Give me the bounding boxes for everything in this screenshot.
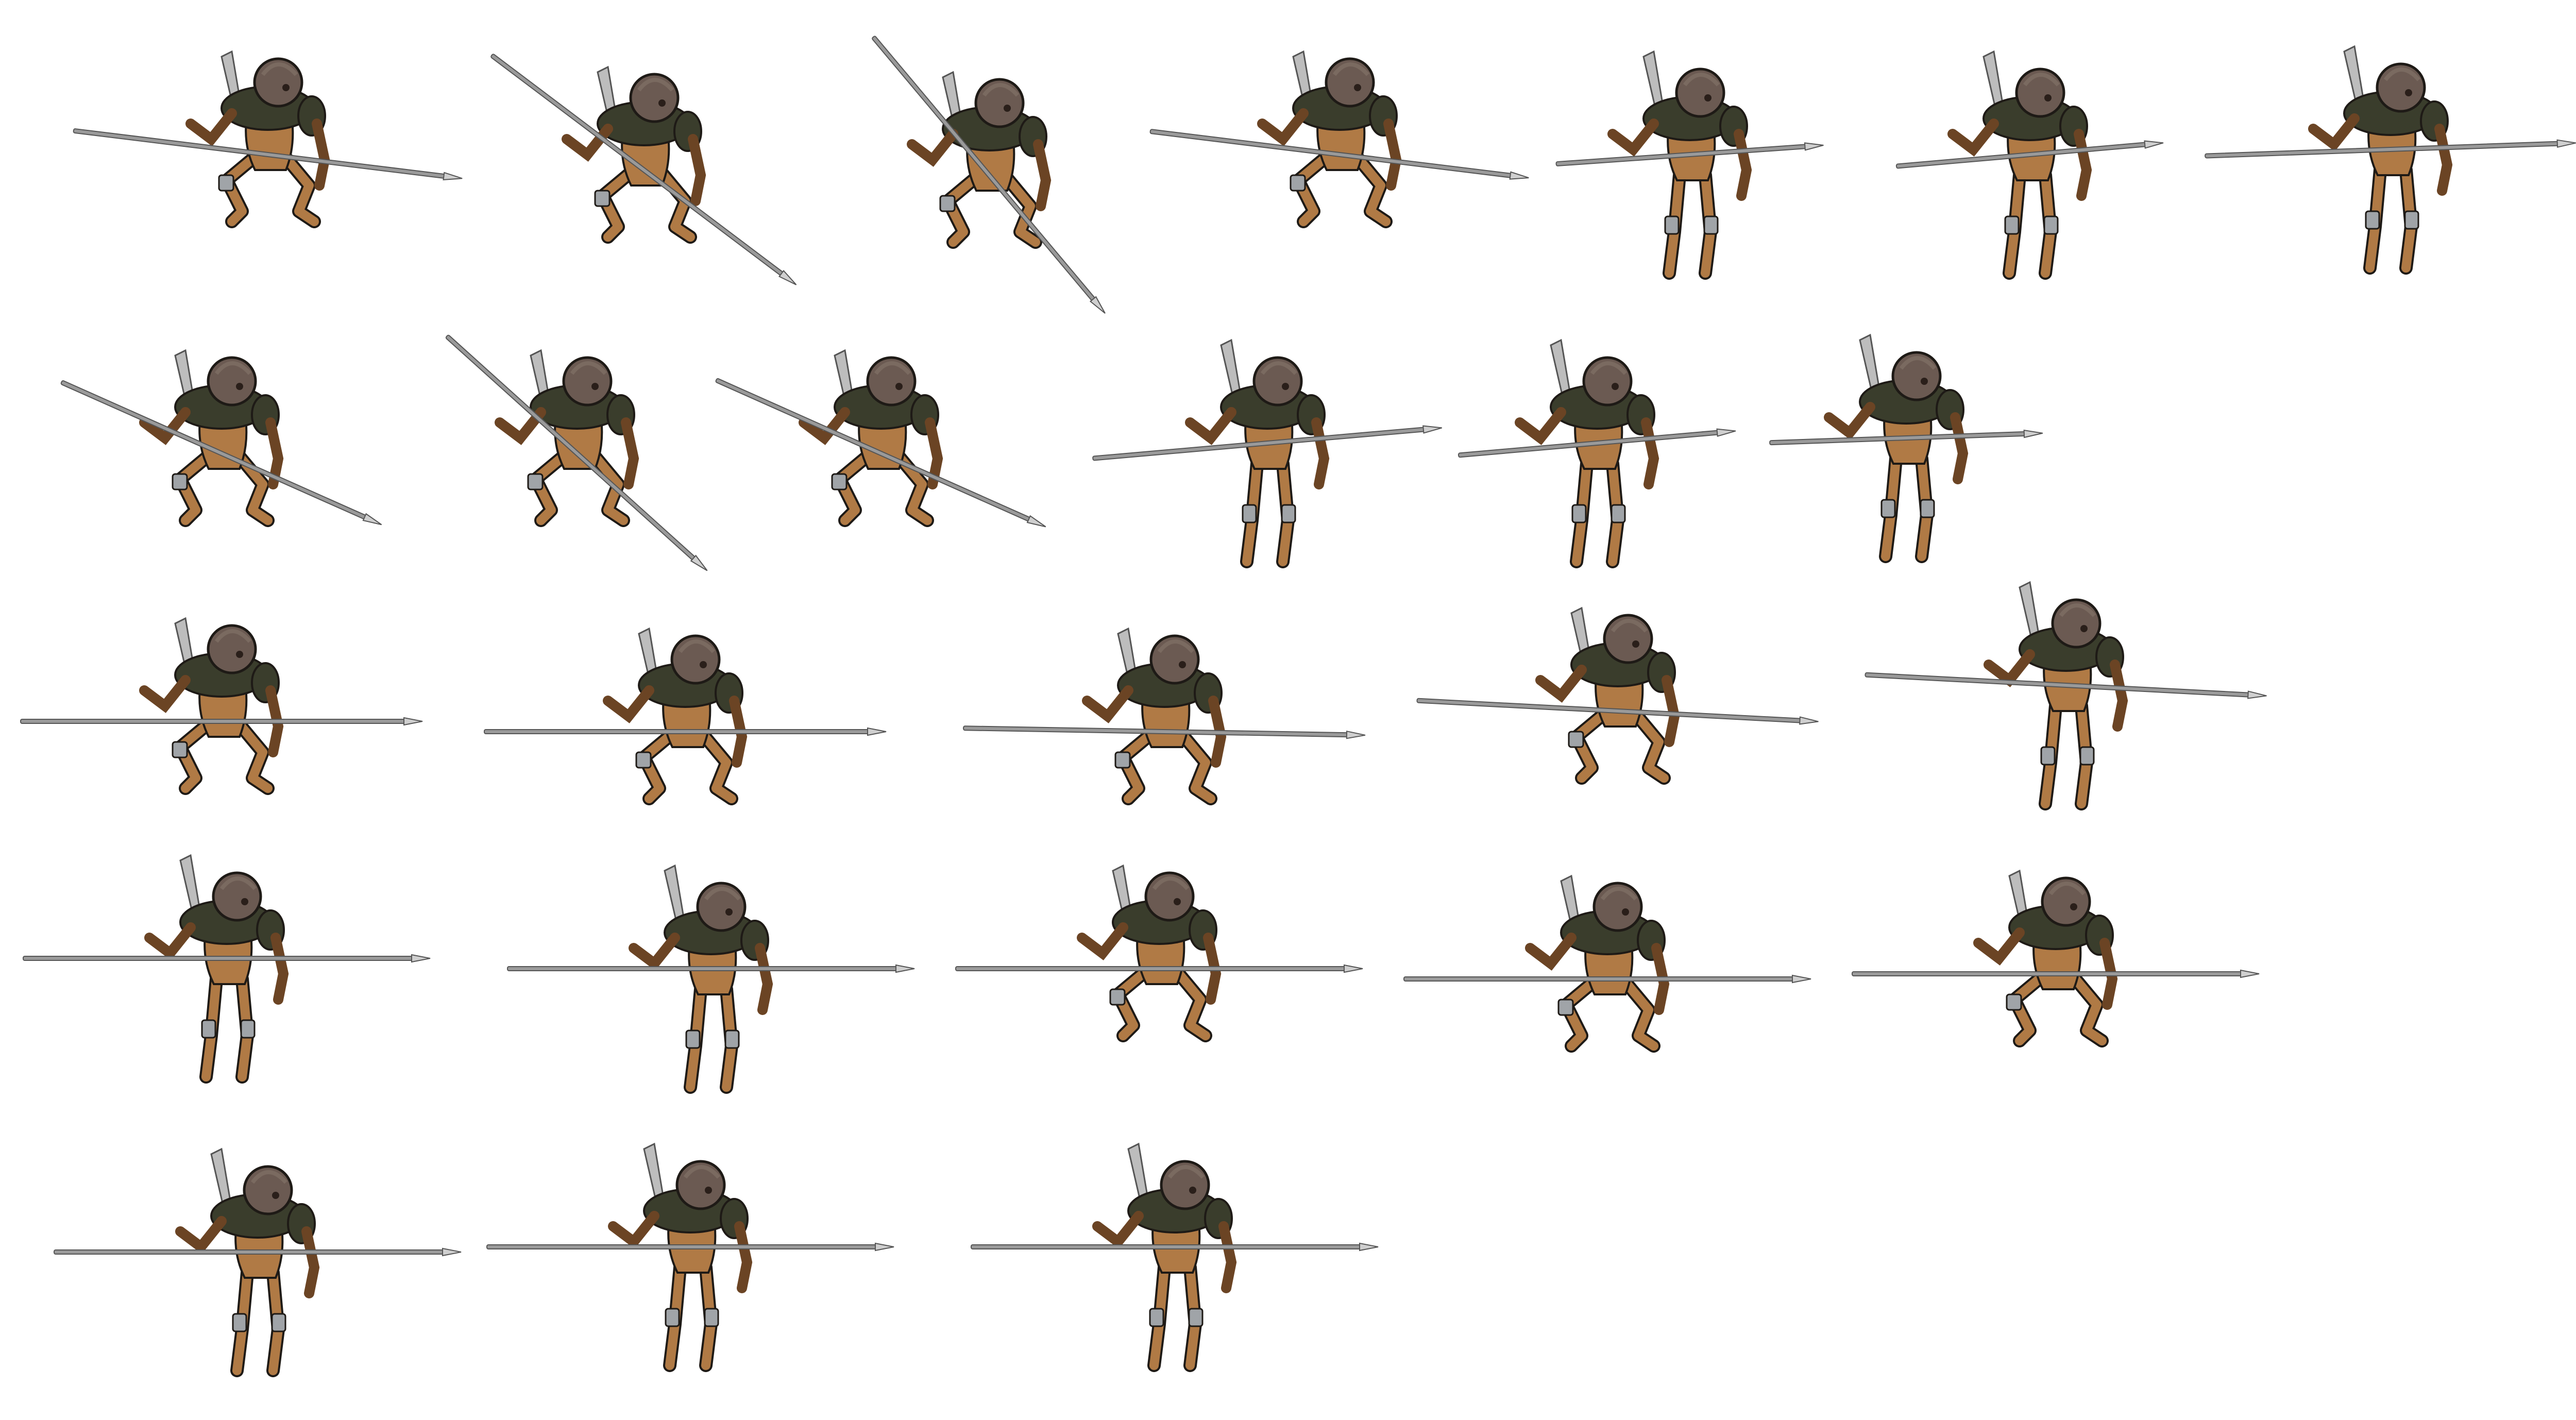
sprite-frame [507, 864, 915, 1094]
spear [1769, 429, 2043, 446]
spear [445, 334, 708, 571]
creature [1092, 1142, 1237, 1372]
sprite-frame [963, 627, 1366, 805]
spear [73, 128, 463, 180]
spear [971, 1242, 1379, 1252]
creature [608, 1142, 753, 1372]
creature [139, 617, 284, 795]
spear [963, 725, 1366, 739]
spear [715, 378, 1046, 528]
sprite-frame [1555, 50, 1824, 280]
sprite-frame [2205, 45, 2576, 275]
spear [955, 964, 1363, 973]
spear [23, 954, 431, 963]
spear [484, 727, 887, 736]
sprite-frame [971, 1142, 1379, 1372]
spear [507, 964, 915, 973]
sprite-frame [955, 864, 1363, 1042]
creature [603, 627, 748, 805]
spear [1555, 142, 1824, 166]
creature [1535, 606, 1680, 785]
creature [495, 349, 639, 527]
spear [1865, 672, 2267, 699]
sprite-frame [484, 627, 887, 805]
spear [1403, 974, 1811, 984]
spear [1149, 129, 1529, 180]
creature [629, 864, 773, 1094]
sprite-frame [1769, 333, 2043, 563]
creature [2308, 45, 2453, 275]
sprite-frame [60, 349, 382, 527]
sprite-frame [20, 617, 423, 795]
sprite-frame [23, 854, 431, 1084]
creature [1973, 869, 2118, 1047]
sprite-frame [490, 54, 797, 285]
creature [1257, 50, 1402, 228]
creature [1947, 50, 2092, 280]
spear [20, 717, 423, 726]
sprite-frame [73, 50, 463, 228]
spear [1092, 425, 1442, 461]
sprite-frame [54, 1147, 462, 1377]
creature [139, 349, 284, 527]
creature [1082, 627, 1227, 805]
creature [185, 50, 330, 228]
sprite-frame [1865, 581, 2267, 810]
spear [60, 380, 382, 526]
spear [490, 54, 797, 285]
sprite-frame [445, 334, 708, 571]
sprite-frame [715, 349, 1046, 528]
spear [486, 1242, 894, 1252]
sprite-frame [486, 1142, 894, 1372]
creature [144, 854, 289, 1084]
creature [1515, 339, 1659, 568]
spear [54, 1247, 462, 1257]
sprite-frame [1403, 874, 1811, 1053]
sprite-frame [872, 36, 1106, 314]
sprite-frame [1092, 339, 1442, 568]
creature [175, 1147, 320, 1377]
creature [1607, 50, 1752, 280]
spear [1458, 428, 1736, 458]
creature [1185, 339, 1330, 568]
creature [1525, 874, 1670, 1053]
sprite-frame [1458, 339, 1736, 568]
creature [1824, 333, 1969, 563]
spear [1852, 969, 2260, 978]
sprite-frame [1416, 606, 1819, 785]
spear [2205, 139, 2576, 159]
sprite-frame [1852, 869, 2260, 1047]
spear [872, 36, 1106, 314]
spear [1416, 698, 1819, 725]
sprite-frame [1149, 50, 1529, 228]
creature [1077, 864, 1222, 1042]
creature [1984, 581, 2128, 810]
creature [562, 65, 706, 244]
creature [799, 349, 943, 527]
spear [1895, 140, 2164, 169]
sprite-frame [1895, 50, 2164, 280]
